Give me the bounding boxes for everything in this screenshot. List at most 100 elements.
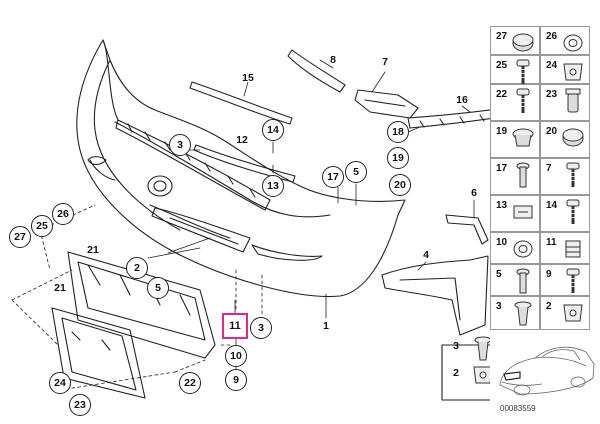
part-panel-number: 20 (546, 126, 558, 137)
part-panel-20[interactable]: 20 (540, 121, 590, 158)
part-panel-number: 7 (546, 163, 552, 174)
callout-3[interactable]: 3 (169, 134, 191, 156)
part-panel-number: 9 (546, 269, 552, 280)
strip-12 (193, 144, 296, 183)
callout-6[interactable]: 6 (471, 187, 477, 199)
expansion-rivet-icon (556, 87, 590, 115)
bracket-8 (287, 49, 346, 93)
grommet-icon (556, 124, 590, 152)
side-bracket-4 (381, 255, 489, 336)
screw-icon (506, 58, 540, 86)
screw-icon (556, 161, 590, 189)
bracket-7 (354, 89, 419, 119)
clip-nut-icon (556, 58, 590, 86)
screw-icon (556, 198, 590, 226)
callout-19[interactable]: 19 (387, 147, 409, 169)
callout-25[interactable]: 25 (31, 215, 53, 237)
part-panel-22[interactable]: 22 (490, 84, 540, 121)
callout-17[interactable]: 17 (322, 166, 344, 188)
side-part-label-3: 3 (453, 340, 459, 352)
part-panel-17[interactable]: 17 (490, 158, 540, 195)
screw-icon (506, 87, 540, 115)
bumper-cover (76, 39, 406, 298)
part-panel-number: 23 (546, 89, 558, 100)
plug-icon (506, 124, 540, 152)
callout-24[interactable]: 24 (49, 372, 71, 394)
expanding-clip-icon (466, 334, 500, 362)
callout-5[interactable]: 5 (147, 277, 169, 299)
part-panel-number: 19 (496, 126, 508, 137)
license-plate-holder-21 (51, 307, 146, 399)
callout-21[interactable]: 21 (54, 282, 66, 294)
rivet-icon (506, 161, 540, 189)
part-panel-number: 11 (546, 237, 557, 248)
part-panel-2[interactable]: 2 (540, 296, 590, 330)
part-panel-25[interactable]: 25 (490, 55, 540, 84)
side-part-label-2: 2 (453, 367, 459, 379)
car-thumbnail-panel (490, 330, 598, 401)
part-panel-number: 14 (546, 200, 558, 211)
callout-15[interactable]: 15 (242, 72, 254, 84)
part-panel-23[interactable]: 23 (540, 84, 590, 121)
part-panel-26[interactable]: 26 (540, 26, 590, 55)
callout-5[interactable]: 5 (345, 161, 367, 183)
part-panel-number: 5 (496, 269, 502, 280)
part-panel-11[interactable]: 11 (540, 232, 590, 264)
part-panel-14[interactable]: 14 (540, 195, 590, 232)
part-panel-number: 24 (546, 60, 558, 71)
clip-plate-icon (506, 198, 540, 226)
part-panel-number: 25 (496, 60, 508, 71)
callout-23[interactable]: 23 (69, 394, 91, 416)
part-panel-number: 3 (496, 301, 502, 312)
cap-nut-icon (556, 235, 590, 263)
callout-7[interactable]: 7 (382, 56, 388, 68)
part-panel-number: 27 (496, 31, 508, 42)
part-panel-7[interactable]: 7 (540, 158, 590, 195)
callout-14[interactable]: 14 (262, 119, 284, 141)
part-panel-number: 13 (496, 200, 508, 211)
car-icon (499, 346, 595, 396)
rivet-icon (506, 267, 540, 295)
clip-nut-icon (556, 299, 590, 327)
reference-code: 00083559 (500, 404, 536, 413)
callout-8[interactable]: 8 (330, 54, 336, 66)
callout-3[interactable]: 3 (250, 317, 272, 339)
trim-strip-15 (189, 81, 293, 125)
callout-21[interactable]: 21 (87, 244, 99, 256)
part-panel-10[interactable]: 10 (490, 232, 540, 264)
callout-1[interactable]: 1 (323, 320, 329, 332)
callout-27[interactable]: 27 (9, 226, 31, 248)
callout-2[interactable]: 2 (126, 257, 148, 279)
callout-9[interactable]: 9 (225, 369, 247, 391)
callout-18[interactable]: 18 (387, 121, 409, 143)
callout-22[interactable]: 22 (179, 372, 201, 394)
part-panel-5[interactable]: 5 (490, 264, 540, 296)
part-panel-number: 22 (496, 89, 508, 100)
part-panel-number: 17 (496, 163, 508, 174)
part-panel-13[interactable]: 13 (490, 195, 540, 232)
part-panel-27[interactable]: 27 (490, 26, 540, 55)
part-panel-number: 26 (546, 31, 558, 42)
grommet-icon (506, 29, 540, 57)
part-panel-24[interactable]: 24 (540, 55, 590, 84)
callout-16[interactable]: 16 (456, 94, 468, 106)
callout-10[interactable]: 10 (225, 345, 247, 367)
part-panel-19[interactable]: 19 (490, 121, 540, 158)
expanding-clip-icon (506, 299, 540, 327)
part-panel-number: 10 (496, 237, 508, 248)
callout-13[interactable]: 13 (262, 175, 284, 197)
washer-icon (556, 29, 590, 57)
screw-icon (556, 267, 590, 295)
license-plate-base-21 (67, 251, 216, 359)
callout-12[interactable]: 12 (236, 134, 248, 146)
part-panel-number: 2 (546, 301, 552, 312)
part-panel-9[interactable]: 9 (540, 264, 590, 296)
bracket-6 (445, 214, 489, 245)
part-panel-3[interactable]: 3 (490, 296, 540, 330)
callout-20[interactable]: 20 (389, 174, 411, 196)
callout-4[interactable]: 4 (423, 249, 429, 261)
callout-11-highlighted[interactable]: 11 (222, 313, 248, 339)
callout-26[interactable]: 26 (52, 203, 74, 225)
